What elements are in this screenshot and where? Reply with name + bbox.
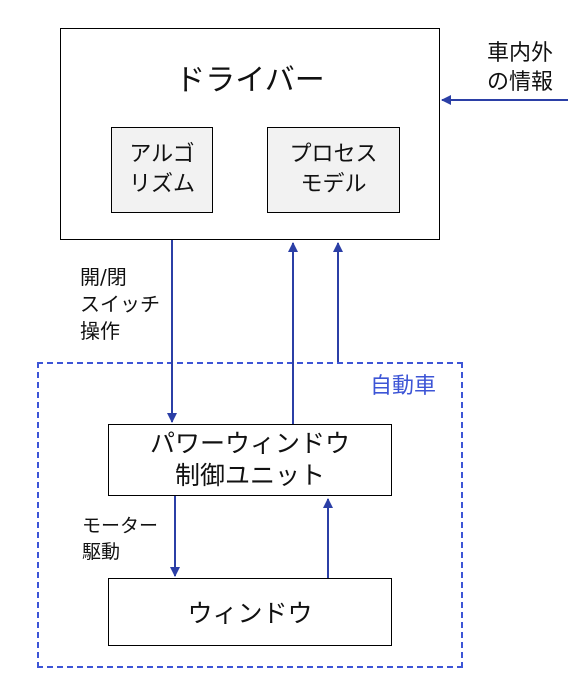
motor-drive-label: モーター 駆動	[82, 515, 159, 563]
control-action-label: 開/閉 スイッチ 操作	[80, 265, 160, 343]
power-window-control-unit-box: パワーウィンドウ 制御ユニット	[108, 424, 392, 496]
process-model-box: プロセス モデル	[267, 127, 400, 213]
vehicle-boundary	[37, 362, 463, 668]
driver-box: ドライバー アルゴ リズム プロセス モデル	[60, 28, 440, 240]
vehicle-label: 自動車	[370, 374, 437, 399]
window-box: ウィンドウ	[108, 578, 392, 646]
window-label: ウィンドウ	[187, 599, 313, 628]
external-info-label: 車内外 の情報	[487, 41, 554, 95]
power-window-control-unit-label: パワーウィンドウ 制御ユニット	[149, 428, 350, 491]
algorithm-box: アルゴ リズム	[111, 127, 213, 213]
driver-title: ドライバー	[175, 63, 325, 98]
